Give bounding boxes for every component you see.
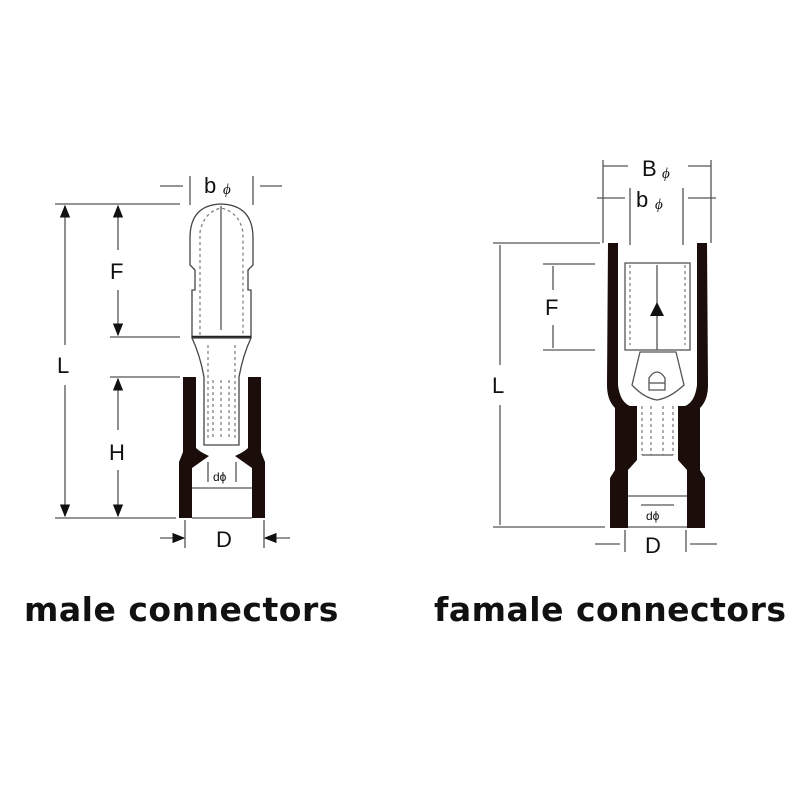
male-l-label: L xyxy=(57,353,69,378)
female-connector-drawing: B ϕ b ϕ F L dϕ D xyxy=(492,156,717,558)
female-d-label: D xyxy=(645,533,661,558)
female-b-label: b xyxy=(636,187,648,212)
male-f-label: F xyxy=(110,259,123,284)
male-d-label: D xyxy=(216,527,232,552)
female-phi-label: ϕ xyxy=(655,197,663,213)
female-l-label: L xyxy=(492,373,504,398)
male-connector-drawing: b ϕ F L H dϕ D xyxy=(55,173,290,552)
male-caption: male connectors xyxy=(24,590,339,629)
female-f-label: F xyxy=(545,295,558,320)
female-caption: famale connectors xyxy=(434,590,787,629)
female-big-b-label: B xyxy=(642,156,657,181)
male-phi-label: ϕ xyxy=(223,182,231,198)
male-b-label: b xyxy=(204,173,216,198)
female-d-small-label: dϕ xyxy=(646,509,660,523)
male-d-small-label: dϕ xyxy=(213,470,227,484)
male-h-label: H xyxy=(109,440,125,465)
female-big-phi-label: ϕ xyxy=(662,166,670,182)
